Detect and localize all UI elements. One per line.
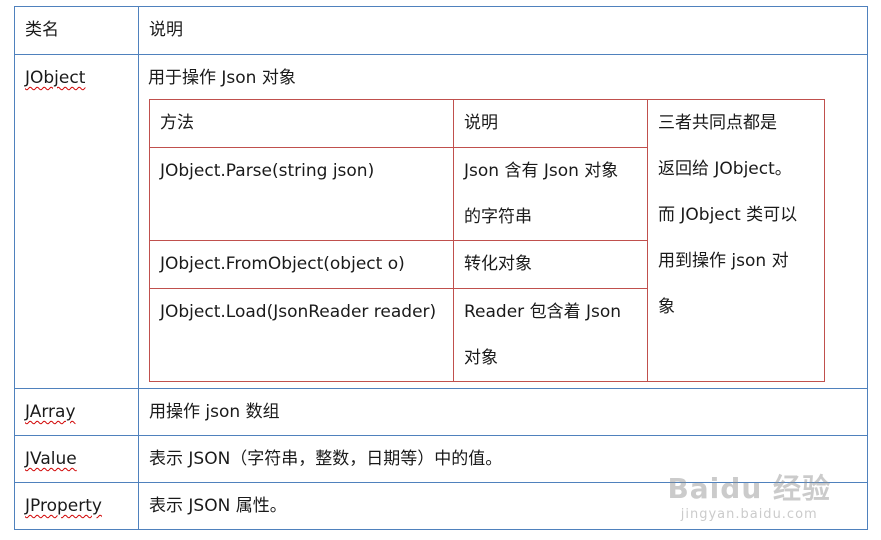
header-cell-desc: 说明 xyxy=(138,6,868,55)
jobject-name: JObject xyxy=(25,68,86,88)
jobject-methods-table: 方法 说明 三者共同点都是 返回给 JObject。 而 JObject 类可以… xyxy=(149,99,825,382)
method-load: JObject.Load(JsonReader reader) xyxy=(149,288,454,382)
jobject-desc: 用于操作 Json 对象 xyxy=(148,68,296,88)
jvalue-desc-cell: 表示 JSON（字符串，整数，日期等）中的值。 xyxy=(138,435,868,483)
methods-header-row: 方法 说明 三者共同点都是 返回给 JObject。 而 JObject 类可以… xyxy=(149,99,825,382)
method-parse-desc: Json 含有 Json 对象 的字符串 xyxy=(453,147,648,241)
jvalue-name: JValue xyxy=(25,449,77,469)
watermark-url: jingyan.baidu.com xyxy=(680,507,818,522)
row-jobject: JObject 用于操作 Json 对象 方法 说明 三者共同点都是 返回给 J… xyxy=(14,54,868,389)
method-row-load: JObject.Load(JsonReader reader) Reader 包… xyxy=(149,288,825,382)
method-row-fromobject: JObject.FromObject(object o) 转化对象 xyxy=(149,240,825,289)
methods-header-method: 方法 xyxy=(149,99,454,148)
jproperty-name: JProperty xyxy=(25,496,102,516)
watermark-logo: Baidu 经验 xyxy=(667,472,831,505)
row-jvalue: JValue 表示 JSON（字符串，整数，日期等）中的值。 xyxy=(14,435,868,483)
note-line-4: 用到操作 json 对 xyxy=(658,251,789,271)
row-jproperty: JProperty 表示 JSON 属性。 xyxy=(14,482,868,530)
baidu-jingyan-watermark: Baidu 经验 jingyan.baidu.com xyxy=(667,467,831,522)
method-row-parse: JObject.Parse(string json) Json 含有 Json … xyxy=(149,147,825,241)
class-table: 类名 说明 JObject 用于操作 Json 对象 方法 说明 三者共同点都是… xyxy=(14,6,868,530)
note-line-3: 而 JObject 类可以 xyxy=(658,205,798,225)
jproperty-desc: 表示 JSON 属性。 xyxy=(149,496,287,516)
method-fromobject-desc: 转化对象 xyxy=(453,240,648,289)
jvalue-name-cell: JValue xyxy=(14,435,139,483)
row-jarray: JArray 用操作 json 数组 xyxy=(14,388,868,436)
note-line-5: 象 xyxy=(658,297,675,317)
method-parse: JObject.Parse(string json) xyxy=(149,147,454,241)
jarray-name-cell: JArray xyxy=(14,388,139,436)
jproperty-name-cell: JProperty xyxy=(14,482,139,530)
jobject-desc-cell: 用于操作 Json 对象 方法 说明 三者共同点都是 返回给 JObject。 … xyxy=(138,54,868,389)
jarray-desc: 用操作 json 数组 xyxy=(149,402,280,422)
methods-note-cell: 三者共同点都是 返回给 JObject。 而 JObject 类可以 用到操作 … xyxy=(647,99,825,382)
jproperty-desc-cell: 表示 JSON 属性。 xyxy=(138,482,868,530)
header-cell-name: 类名 xyxy=(14,6,139,55)
jarray-desc-cell: 用操作 json 数组 xyxy=(138,388,868,436)
note-line-1: 三者共同点都是 xyxy=(658,113,777,133)
note-line-2: 返回给 JObject。 xyxy=(658,159,792,179)
methods-header-desc: 说明 xyxy=(453,99,648,148)
jvalue-desc: 表示 JSON（字符串，整数，日期等）中的值。 xyxy=(149,449,503,469)
header-row: 类名 说明 xyxy=(14,6,868,55)
jarray-name: JArray xyxy=(25,402,76,422)
method-fromobject: JObject.FromObject(object o) xyxy=(149,240,454,289)
jobject-name-cell: JObject xyxy=(14,54,139,389)
method-load-desc: Reader 包含着 Json 对象 xyxy=(453,288,648,382)
